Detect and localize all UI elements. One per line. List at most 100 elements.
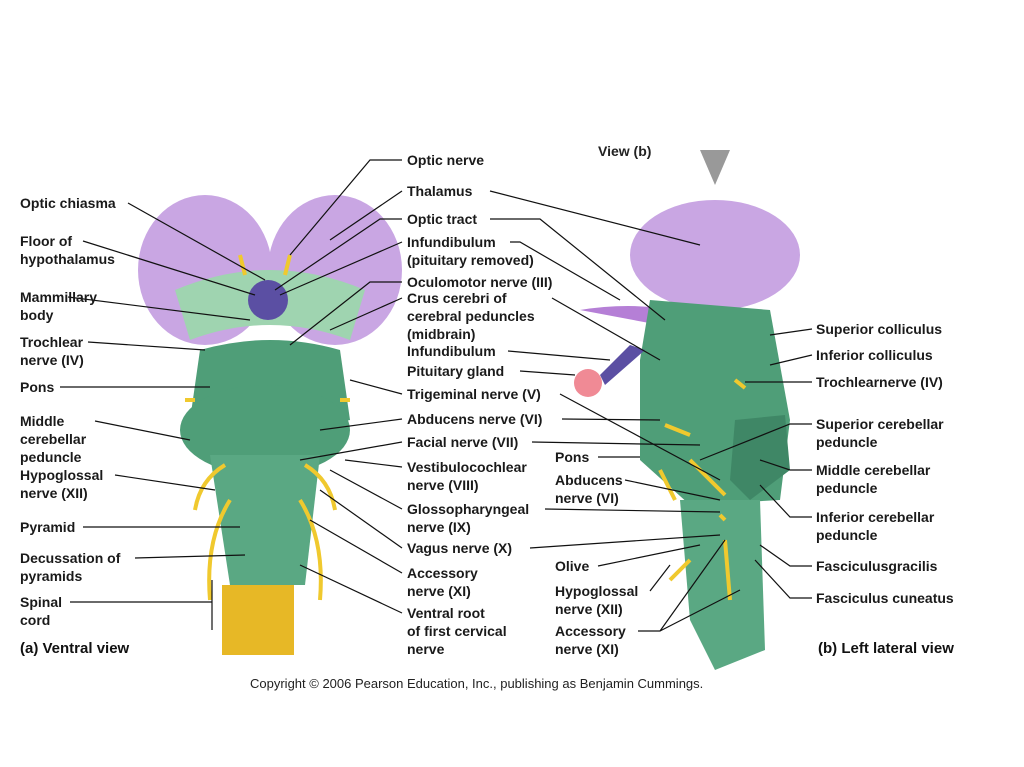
label-line: nerve (VIII) bbox=[407, 477, 479, 493]
label-oculomotor-nerve: Oculomotor nerve (III) bbox=[407, 273, 552, 291]
label-line: pyramids bbox=[20, 568, 83, 584]
label-pons: Pons bbox=[20, 378, 54, 396]
label-floor-of-hypothalamus: Floor of hypothalamus bbox=[20, 232, 115, 268]
label-line: Ventral root bbox=[407, 605, 485, 621]
label-line: Abducens nerve (VI) bbox=[407, 411, 543, 427]
label-line: peduncle bbox=[816, 527, 878, 543]
label-line: Olive bbox=[555, 558, 590, 574]
label-line: Oculomotor nerve (III) bbox=[407, 274, 553, 290]
label-abducens-nerve: Abducens nerve (VI) bbox=[407, 410, 542, 428]
label-line: nerve (XI) bbox=[407, 583, 471, 599]
label-trochlear-lateral: Trochlearnerve (IV) bbox=[816, 373, 943, 391]
label-line: Decussation of bbox=[20, 550, 121, 566]
copyright-text: Copyright © 2006 Pearson Education, Inc.… bbox=[250, 676, 704, 691]
label-pons-lateral: Pons bbox=[555, 448, 589, 466]
label-line: Trochlear bbox=[20, 334, 84, 350]
label-inferior-colliculus: Inferior colliculus bbox=[816, 346, 933, 364]
label-line: Mammillary bbox=[20, 289, 98, 305]
label-inferior-cerebellar-peduncle: Inferior cerebellar peduncle bbox=[816, 508, 934, 544]
label-line: nerve (IX) bbox=[407, 519, 471, 535]
label-accessory-nerve: Accessory nerve (XI) bbox=[407, 564, 478, 600]
label-line: (pituitary removed) bbox=[407, 252, 534, 268]
label-line: Inferior cerebellar bbox=[816, 509, 935, 525]
label-pyramid: Pyramid bbox=[20, 518, 75, 536]
label-line: Crus cerebri of bbox=[407, 290, 507, 306]
label-trigeminal-nerve: Trigeminal nerve (V) bbox=[407, 385, 541, 403]
label-trochlear-nerve: Trochlear nerve (IV) bbox=[20, 333, 84, 369]
label-superior-cerebellar-peduncle: Superior cerebellar peduncle bbox=[816, 415, 944, 451]
label-line: Fasciculus cuneatus bbox=[816, 590, 954, 606]
label-line: nerve (XI) bbox=[555, 641, 619, 657]
label-line: peduncle bbox=[816, 434, 878, 450]
label-line: Vestibulocochlear bbox=[407, 459, 527, 475]
label-line: Inferior colliculus bbox=[816, 347, 933, 363]
label-line: of first cervical bbox=[407, 623, 507, 639]
label-superior-colliculus: Superior colliculus bbox=[816, 320, 942, 338]
lateral-view-illustration bbox=[574, 150, 800, 670]
label-line: cerebral peduncles bbox=[407, 308, 535, 324]
label-fasciculus-gracilis: Fasciculusgracilis bbox=[816, 557, 937, 575]
label-pituitary-gland: Pituitary gland bbox=[407, 362, 504, 380]
view-b-marker: View (b) bbox=[598, 143, 652, 159]
label-line: nerve bbox=[407, 641, 445, 657]
label-line: Abducens bbox=[555, 472, 623, 488]
label-line: Facial nerve (VII) bbox=[407, 434, 519, 450]
label-decussation-of-pyramids: Decussation of pyramids bbox=[20, 549, 120, 585]
label-line: Fasciculusgracilis bbox=[816, 558, 938, 574]
label-fasciculus-cuneatus: Fasciculus cuneatus bbox=[816, 589, 954, 607]
label-line: Infundibulum bbox=[407, 234, 496, 250]
caption-lateral-view: (b) Left lateral view bbox=[818, 640, 954, 657]
label-line: Glossopharyngeal bbox=[407, 501, 530, 517]
label-optic-nerve: Optic nerve bbox=[407, 151, 484, 169]
label-line: Floor of bbox=[20, 233, 73, 249]
label-mammillary-body: Mammillary body bbox=[20, 288, 97, 324]
label-line: Optic chiasma bbox=[20, 195, 116, 211]
leader-lines bbox=[60, 159, 813, 632]
label-line: Pons bbox=[555, 449, 590, 465]
label-line: Superior cerebellar bbox=[816, 416, 944, 432]
label-glossopharyngeal-nerve: Glossopharyngeal nerve (IX) bbox=[407, 500, 529, 536]
label-line: Accessory bbox=[555, 623, 626, 639]
label-line: Vagus nerve (X) bbox=[407, 540, 513, 556]
label-line: Trochlearnerve (IV) bbox=[816, 374, 943, 390]
label-optic-tract: Optic tract bbox=[407, 210, 477, 228]
label-line: Optic nerve bbox=[407, 152, 485, 168]
label-facial-nerve: Facial nerve (VII) bbox=[407, 433, 518, 451]
label-line: Thalamus bbox=[407, 183, 473, 199]
label-line: body bbox=[20, 307, 54, 323]
label-line: Pyramid bbox=[20, 519, 76, 535]
label-infundibulum-removed: Infundibulum (pituitary removed) bbox=[407, 233, 534, 269]
label-line: Hypoglossal bbox=[20, 467, 104, 483]
label-line: peduncle bbox=[816, 480, 878, 496]
label-accessory-lateral: Accessory nerve (XI) bbox=[555, 622, 626, 658]
label-line: nerve (XII) bbox=[555, 601, 623, 617]
label-line: Pons bbox=[20, 379, 55, 395]
ventral-view-illustration bbox=[138, 195, 402, 655]
label-line: Middle cerebellar bbox=[816, 462, 931, 478]
label-middle-cerebellar-lateral: Middle cerebellar peduncle bbox=[816, 461, 930, 497]
label-line: peduncle bbox=[20, 449, 82, 465]
label-optic-chiasma: Optic chiasma bbox=[20, 194, 116, 212]
label-olive: Olive bbox=[555, 557, 589, 575]
label-vestibulocochlear-nerve: Vestibulocochlear nerve (VIII) bbox=[407, 458, 527, 494]
label-line: Spinal bbox=[20, 594, 63, 610]
label-infundibulum: Infundibulum bbox=[407, 342, 496, 360]
label-line: Accessory bbox=[407, 565, 478, 581]
label-line: hypothalamus bbox=[20, 251, 115, 267]
label-line: cerebellar bbox=[20, 431, 87, 447]
label-vagus-nerve: Vagus nerve (X) bbox=[407, 539, 512, 557]
label-ventral-root: Ventral root of first cervical nerve bbox=[407, 604, 507, 658]
label-line: Trigeminal nerve (V) bbox=[407, 386, 541, 402]
label-line: Pituitary gland bbox=[407, 363, 505, 379]
label-line: nerve (IV) bbox=[20, 352, 84, 368]
label-line: Superior colliculus bbox=[816, 321, 943, 337]
label-line: Infundibulum bbox=[407, 343, 496, 359]
